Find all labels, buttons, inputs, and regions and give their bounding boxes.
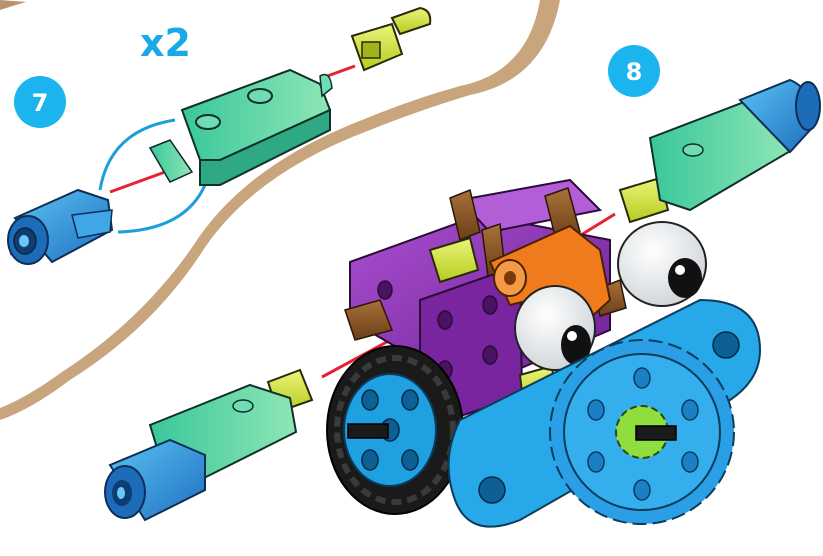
step-7-number: 7 bbox=[32, 89, 49, 117]
step8-bottom-connector bbox=[105, 370, 312, 520]
step-7-badge: 7 bbox=[14, 76, 66, 128]
wheel-icon bbox=[327, 346, 463, 514]
step8-top-connector bbox=[620, 80, 820, 222]
step-8-number: 8 bbox=[626, 58, 643, 86]
gear-icon bbox=[550, 340, 734, 524]
quantity-label: x2 bbox=[140, 21, 191, 65]
step-8-badge: 8 bbox=[608, 45, 660, 97]
